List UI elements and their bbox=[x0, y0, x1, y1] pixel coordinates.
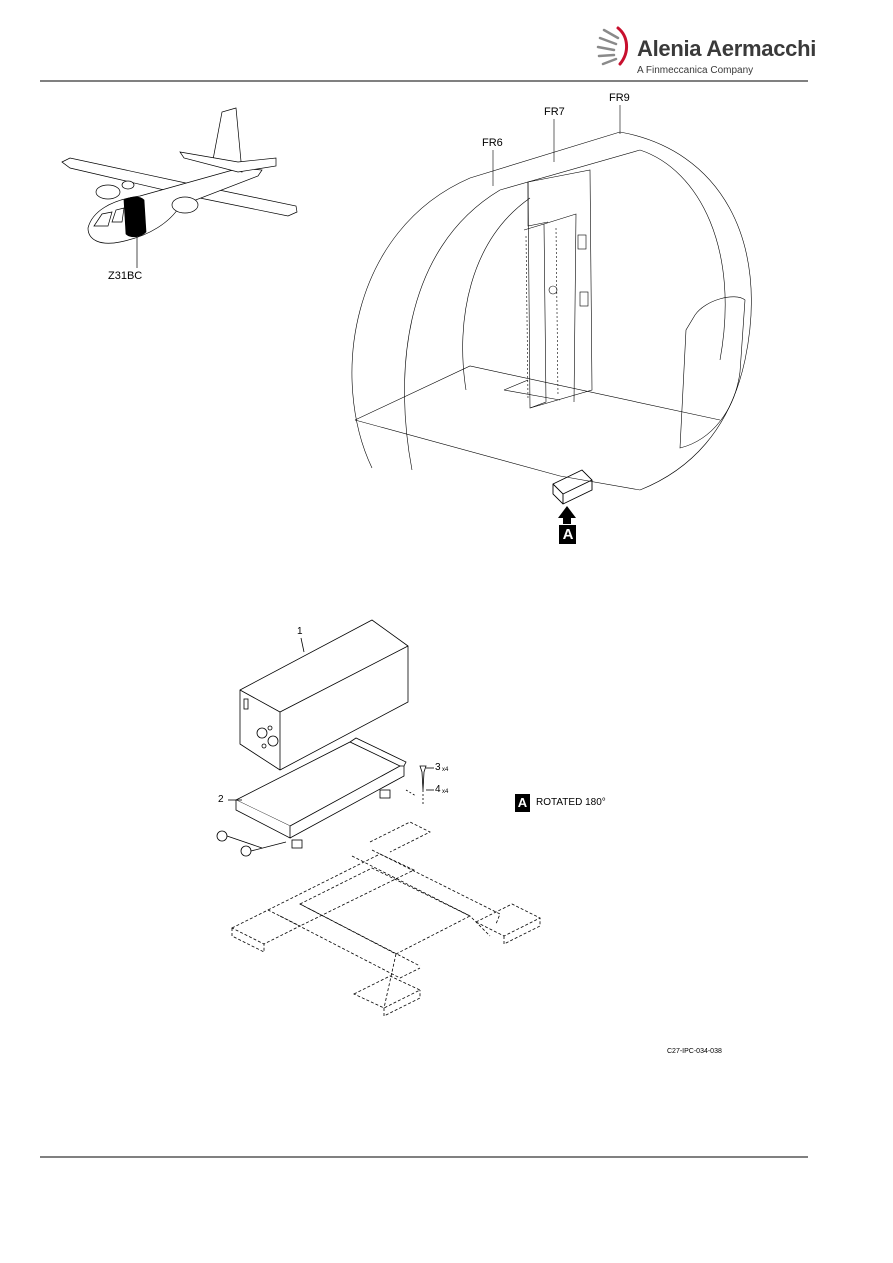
company-name: Alenia Aermacchi bbox=[637, 36, 817, 61]
frame-label-fr6: FR6 bbox=[482, 137, 503, 149]
zone-label: Z31BC bbox=[108, 270, 143, 282]
item-callout-3: 3 bbox=[435, 762, 441, 773]
item-callout-4: 4 bbox=[435, 784, 441, 795]
item-callout-1: 1 bbox=[297, 626, 303, 637]
view-marker-letter: A bbox=[562, 526, 574, 543]
company-subtitle: A Finmeccanica Company bbox=[637, 65, 754, 76]
item-callout-2: 2 bbox=[218, 794, 224, 805]
rotated-view-marker-letter: A bbox=[517, 795, 528, 810]
view-arrow bbox=[558, 506, 576, 544]
cabin-section-illustration bbox=[351, 105, 752, 505]
alenia-logo-mark bbox=[596, 26, 628, 66]
item-qty-3: x4 bbox=[442, 767, 449, 773]
view-marker-box bbox=[559, 525, 576, 544]
rotated-view-marker-box bbox=[515, 794, 530, 812]
aircraft-locator-illustration bbox=[61, 107, 298, 244]
item-qty-4: x4 bbox=[442, 789, 449, 795]
frame-label-fr7: FR7 bbox=[544, 106, 565, 118]
frame-label-fr9: FR9 bbox=[609, 92, 630, 104]
rotated-view-note: ROTATED 180° bbox=[536, 797, 606, 808]
figure-reference: C27-IPC-034-038 bbox=[667, 1048, 722, 1055]
exploded-parts-illustration bbox=[216, 619, 541, 1017]
